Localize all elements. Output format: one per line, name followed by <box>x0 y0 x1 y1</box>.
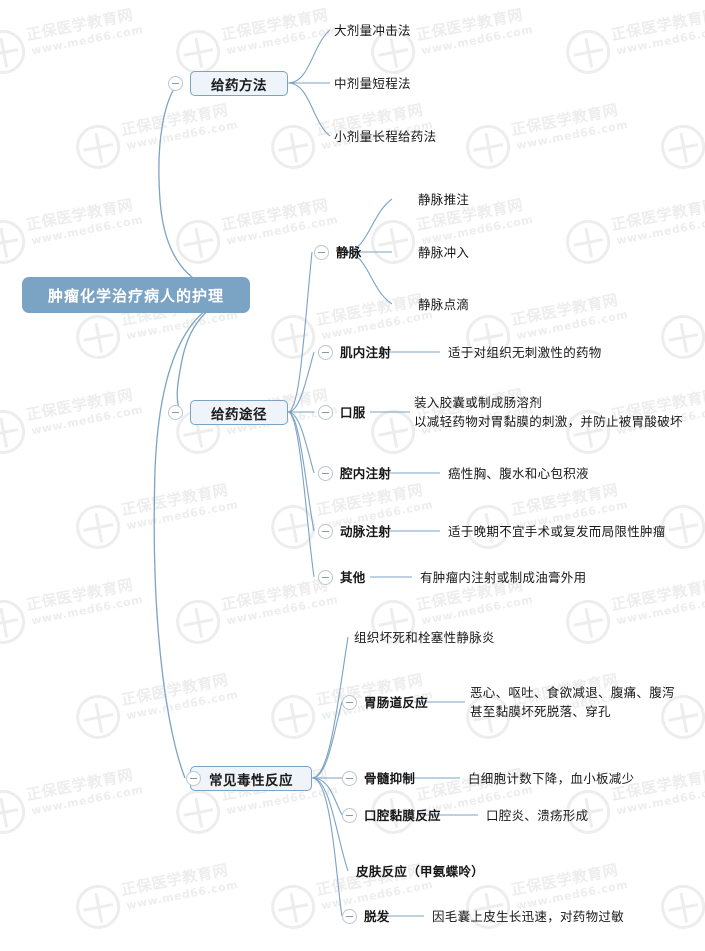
desc-oral-line1: 装入胶囊或制成肠溶剂 <box>414 395 543 410</box>
desc-intramuscular: 适于对组织无刺激性的药物 <box>448 345 602 360</box>
toggle-sub-口服[interactable] <box>318 405 333 420</box>
subnode-skin-reaction[interactable]: 皮肤反应（甲氨蝶呤） <box>356 864 485 879</box>
subnode-oral-mucosa-reaction[interactable]: 口腔黏膜反应 <box>364 808 441 823</box>
toggle-sub-动脉注射[interactable] <box>318 524 333 539</box>
leaf-low-dose-long-course[interactable]: 小剂量长程给药法 <box>334 129 437 144</box>
root-node[interactable]: 肿瘤化学治疗病人的护理 <box>22 277 250 313</box>
leaf-iv-push[interactable]: 静脉推注 <box>418 192 470 207</box>
subnode-intramuscular[interactable]: 肌内注射 <box>340 345 392 360</box>
subnode-hair-loss[interactable]: 脱发 <box>364 909 390 924</box>
desc-hair-loss: 因毛囊上皮生长迅速，对药物过敏 <box>432 909 625 924</box>
leaf-high-dose-impact[interactable]: 大剂量冲击法 <box>334 23 411 38</box>
subnode-oral[interactable]: 口服 <box>340 405 366 420</box>
leaf-iv-bolus[interactable]: 静脉冲入 <box>418 245 470 260</box>
desc-oral-line2: 以减轻药物对胃黏膜的刺激，并防止被胃酸破坏 <box>414 414 683 429</box>
subnode-other-route[interactable]: 其他 <box>340 570 366 585</box>
toggle-sub-静脉[interactable] <box>314 245 329 260</box>
desc-myelosuppression: 白细胞计数下降，血小板减少 <box>468 771 635 786</box>
subnode-intravenous[interactable]: 静脉 <box>336 245 362 260</box>
leaf-tissue-necrosis-phlebitis[interactable]: 组织坏死和栓塞性静脉炎 <box>354 630 495 645</box>
toggle-sub-肌内注射[interactable] <box>318 345 333 360</box>
toggle-sub-腔内注射[interactable] <box>318 466 333 481</box>
branch-node-common-toxicity[interactable]: 常见毒性反应 <box>190 766 312 791</box>
toggle-sub-胃肠道反应[interactable] <box>342 695 357 710</box>
desc-oral-mucosa-reaction: 口腔炎、溃疡形成 <box>486 808 589 823</box>
subnode-intracavitary[interactable]: 腔内注射 <box>340 466 392 481</box>
branch-node-administration-route[interactable]: 给药途径 <box>190 400 288 425</box>
toggle-branch-常见毒性反应[interactable] <box>186 771 201 786</box>
desc-other-route: 有肿瘤内注射或制成油膏外用 <box>420 570 587 585</box>
desc-intraarterial: 适于晚期不宜手术或复发而局限性肿瘤 <box>448 524 666 539</box>
desc-gi-line2: 甚至黏膜坏死脱落、穿孔 <box>470 704 611 719</box>
toggle-branch-给药途径[interactable] <box>168 405 183 420</box>
toggle-sub-骨髓抑制[interactable] <box>342 771 357 786</box>
subnode-gi-reaction[interactable]: 胃肠道反应 <box>364 695 429 710</box>
desc-gi-line1: 恶心、呕吐、食欲减退、腹痛、腹泻 <box>470 685 675 700</box>
toggle-sub-其他[interactable] <box>318 570 333 585</box>
subnode-intraarterial[interactable]: 动脉注射 <box>340 524 392 539</box>
branch-node-dosing-method[interactable]: 给药方法 <box>190 71 288 96</box>
toggle-branch-给药方法[interactable] <box>168 76 183 91</box>
toggle-sub-口腔黏膜反应[interactable] <box>342 808 357 823</box>
leaf-iv-drip[interactable]: 静脉点滴 <box>418 297 470 312</box>
leaf-medium-dose-short-course[interactable]: 中剂量短程法 <box>334 76 411 91</box>
toggle-sub-脱发[interactable] <box>342 909 357 924</box>
desc-intracavitary: 癌性胸、腹水和心包积液 <box>448 466 589 481</box>
subnode-myelosuppression[interactable]: 骨髓抑制 <box>364 771 416 786</box>
